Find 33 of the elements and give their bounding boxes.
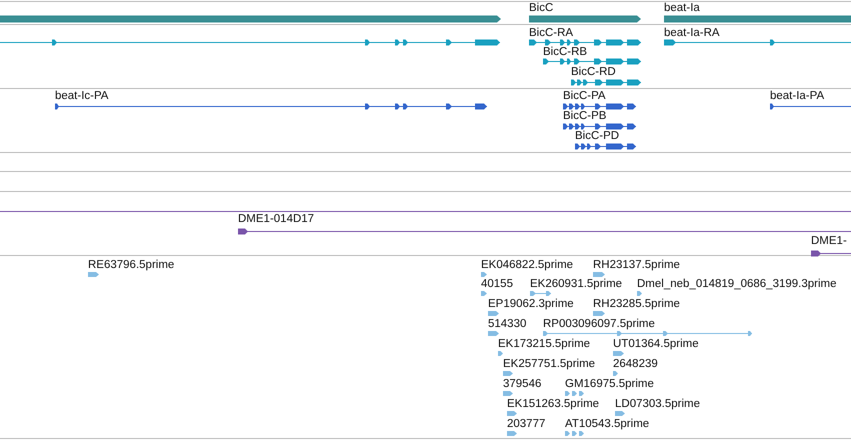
feature-label: EK151263.5prime [507,397,600,411]
feature-label: DME1- [811,234,847,248]
feature-label: 514330 [488,317,526,331]
feature-label: beat-Ia-RA [664,26,720,40]
feature-label: 203777 [507,417,546,431]
feature-label: BicC-PD [575,129,620,143]
feature-label: BicC-RD [571,65,616,79]
feature-label: 379546 [503,377,542,391]
feature-label: RE63796.5prime [88,258,174,272]
feature-label: UT01364.5prime [613,337,699,351]
feature-label: RH23137.5prime [593,258,680,272]
feature-label: EK173215.5prime [498,337,590,351]
feature-label: beat-Ic-PA [55,89,108,103]
feature-label: AT10543.5prime [565,417,650,431]
feature-label: 40155 [481,277,513,291]
feature-label: DME1-014D17 [238,212,314,226]
feature-label: BicC-PB [563,109,606,123]
feature-label: BicC-PA [563,89,606,103]
feature-label: EP19062.3prime [488,297,574,311]
feature-label: EK257751.5prime [503,357,596,371]
feature-label: BicC-RA [529,26,574,40]
feature-label: beat-Ia-PA [770,89,824,103]
feature-label: RP003096097.5prime [543,317,655,331]
feature-label: EK046822.5prime [481,258,574,272]
feature-label: LD07303.5prime [615,397,700,411]
feature-label: GM16975.5prime [565,377,654,391]
feature-label: beat-Ia [664,1,700,15]
feature-label: EK260931.5prime [530,277,622,291]
feature-label: BicC-RB [543,45,588,59]
feature-label: BicC [529,1,554,15]
feature-label: Dmel_neb_014819_0686_3199.3prime [637,277,836,291]
feature-label: 2648239 [613,357,658,371]
feature-label: RH23285.5prime [593,297,680,311]
